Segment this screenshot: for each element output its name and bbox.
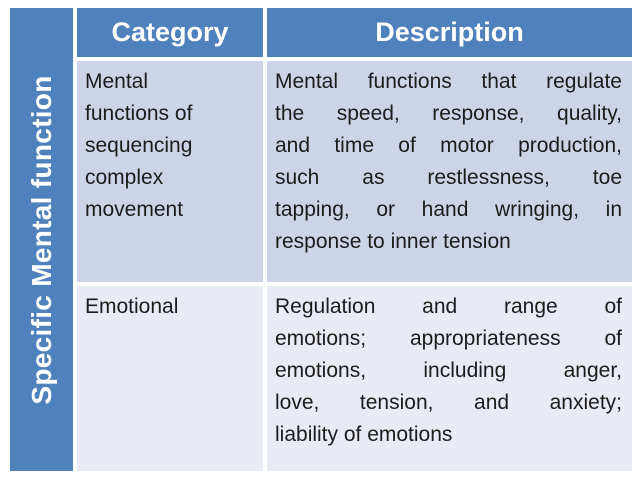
text-line: Emotional bbox=[85, 295, 179, 318]
sidebar-row-group-header: Specific Mental function bbox=[10, 8, 73, 471]
sidebar-label: Specific Mental function bbox=[25, 74, 57, 405]
text-line: liability of emotions bbox=[275, 423, 453, 446]
text-line: emotions; appropriateness of bbox=[275, 327, 622, 350]
text-line: and time of motor production, bbox=[275, 134, 622, 157]
text-line: the speed, response, quality, bbox=[275, 102, 622, 125]
cell-row1-category: Mental functions of sequencing complex m… bbox=[77, 61, 263, 282]
text-line: tapping, or hand wringing, in bbox=[275, 198, 622, 221]
text-line: love, tension, and anxiety; bbox=[275, 391, 622, 414]
cell-row1-description: Mental functions that regulate the speed… bbox=[267, 61, 632, 282]
header-cell-category: Category bbox=[77, 8, 263, 57]
header-category-label: Category bbox=[111, 17, 229, 47]
text-line: emotions, including anger, bbox=[275, 359, 622, 382]
text-line: response to inner tension bbox=[275, 230, 511, 253]
text-line: movement bbox=[85, 198, 184, 221]
text-line: such as restlessness, toe bbox=[275, 166, 622, 189]
text-line: functions of bbox=[85, 102, 193, 125]
header-cell-description: Description bbox=[267, 8, 632, 57]
text-line: complex bbox=[85, 166, 164, 189]
text-line: Mental functions that regulate bbox=[275, 70, 622, 93]
cell-row2-category: Emotional bbox=[77, 286, 263, 471]
text-line: sequencing bbox=[85, 134, 193, 157]
table: Category Description Mental functions of… bbox=[77, 8, 632, 471]
text-line: Mental bbox=[85, 70, 149, 93]
header-description-label: Description bbox=[375, 17, 524, 47]
text-line: Regulation and range of bbox=[275, 295, 622, 318]
cell-row2-description: Regulation and range of emotions; approp… bbox=[267, 286, 632, 471]
